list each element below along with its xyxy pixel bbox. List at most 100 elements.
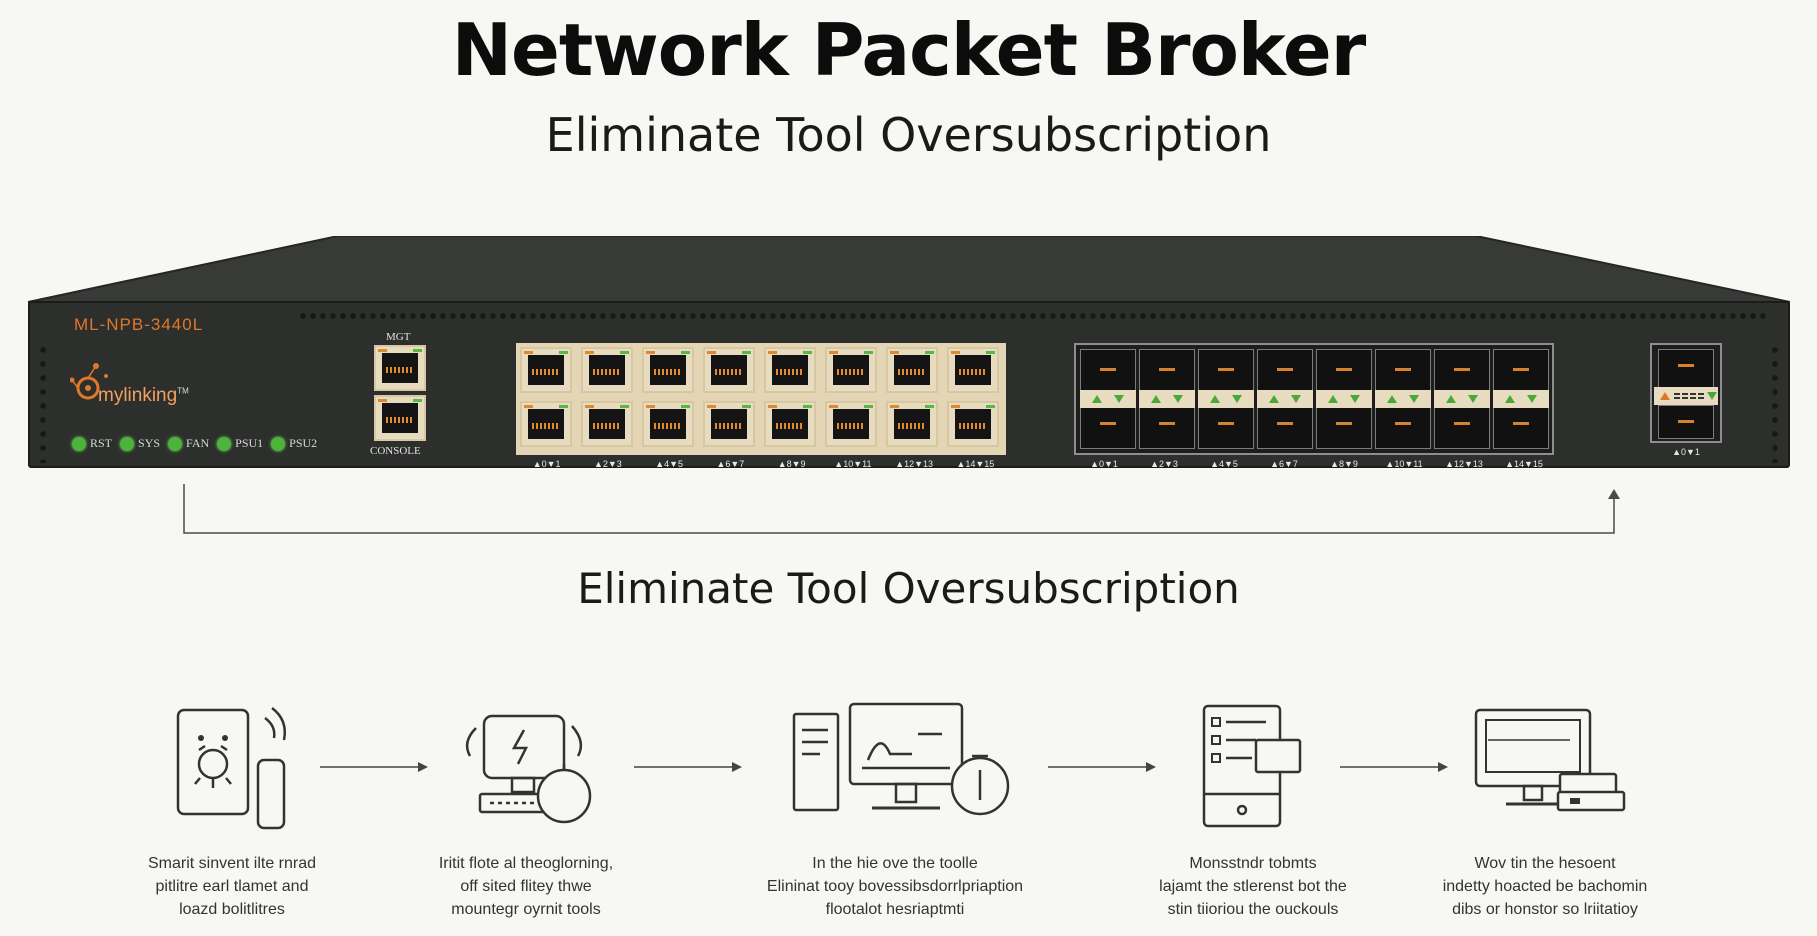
port-led-icon [646,405,655,408]
led-sys: SYS [120,436,160,451]
port-led-icon [890,351,899,354]
console-port[interactable] [374,395,426,441]
model-label: ML-NPB-3440L [74,315,204,334]
port-led-icon [524,405,533,408]
port-number-pair: ▲2 ▼3 [577,459,638,469]
led-psu2: PSU2 [271,436,317,451]
port-pins [715,423,743,429]
link-status-icon [1328,395,1360,403]
flow-caption-5: Wov tin the hesoent indetty hoacted be b… [1410,852,1680,921]
sfp-port-4[interactable] [1198,349,1254,395]
sfp-port-2[interactable] [1139,349,1195,395]
port-led-icon [1513,368,1529,371]
sfp-port-9[interactable] [1316,403,1372,449]
port-number-pair: ▲10 ▼11 [1374,459,1434,469]
port-led-icon [925,351,934,354]
port-number: ▼11 [1404,459,1423,469]
port-pins [654,369,682,375]
port-led-icon [1336,368,1352,371]
sfp-port-15[interactable] [1493,403,1549,449]
led-label: FAN [186,436,210,450]
rj45-port-4[interactable] [642,347,694,393]
led-label: PSU1 [235,436,264,450]
qsfp-port-group [1650,343,1722,443]
mgt-port[interactable] [374,345,426,391]
chassis-top-lid [28,236,1790,303]
caption-line: Monsstndr tobmts [1189,855,1317,872]
port-led-icon [413,349,422,352]
rj45-port-5[interactable] [642,401,694,447]
port-number-pair: ▲14 ▼15 [1494,459,1554,469]
rj45-port-0[interactable] [520,347,572,393]
port-led-icon [986,351,995,354]
page-title: Network Packet Broker [451,8,1366,92]
port-pins [715,369,743,375]
qsfp-port-1[interactable] [1658,405,1714,439]
smartphone-device-icon [176,707,286,830]
sfp-port-14[interactable] [1493,349,1549,395]
sfp-port-6[interactable] [1257,349,1313,395]
rj45-port-6[interactable] [703,347,755,393]
port-led-icon [1336,422,1352,425]
rj45-port-12[interactable] [886,347,938,393]
sfp-status-band [1257,390,1313,408]
port-number: ▼1 [546,459,561,469]
port-number: ▼1 [1104,459,1118,469]
led-label: PSU2 [289,436,318,450]
port-number: ▼15 [975,459,995,469]
sfp-port-13[interactable] [1434,403,1490,449]
rj45-port-9[interactable] [764,401,816,447]
port-led-icon [1678,420,1694,423]
port-number: ▲14 [1505,459,1524,469]
trademark-mark: TM [177,386,189,396]
rj45-port-15[interactable] [947,401,999,447]
rj45-port-1[interactable] [520,401,572,447]
rj45-port-11[interactable] [825,401,877,447]
caption-line: loazd bolitlitres [179,901,285,918]
qsfp-port-0[interactable] [1658,349,1714,389]
rj45-port-2[interactable] [581,347,633,393]
port-led-icon [951,405,960,408]
page-subtitle: Eliminate Tool Oversubscription [545,108,1272,162]
sfp-port-7[interactable] [1257,403,1313,449]
rj45-port-10[interactable] [825,347,877,393]
port-led-icon [620,351,629,354]
port-number-pair: ▲8 ▼9 [761,459,822,469]
port-number-pair: ▲0 ▼1 [1650,447,1722,457]
port-pins [532,423,560,429]
port-led-icon [803,405,812,408]
port-number: ▲4 [1210,459,1224,469]
rj45-port-13[interactable] [886,401,938,447]
port-number: ▲14 [956,459,976,469]
sfp-port-1[interactable] [1080,403,1136,449]
rj45-port-3[interactable] [581,401,633,447]
sfp-port-8[interactable] [1316,349,1372,395]
mgt-label: MGT [386,331,411,343]
sfp-status-band [1316,390,1372,408]
port-number: ▲0 [532,459,547,469]
port-number: ▲6 [1270,459,1284,469]
port-led-icon [1159,368,1175,371]
sfp-port-11[interactable] [1375,403,1431,449]
link-status-icon [1210,395,1242,403]
sfp-port-12[interactable] [1434,349,1490,395]
link-status-icon [1446,395,1478,403]
port-number: ▲2 [1150,459,1164,469]
brand-name: mylinkingTM [98,385,189,407]
rj45-port-14[interactable] [947,347,999,393]
port-pins [898,369,926,375]
sfp-status-band [1434,390,1490,408]
sfp-port-0[interactable] [1080,349,1136,395]
caption-line: Smarit sinvent ilte rnrad [147,855,317,872]
rj45-port-7[interactable] [703,401,755,447]
port-led-icon [620,405,629,408]
sfp-port-3[interactable] [1139,403,1195,449]
port-number: ▲6 [716,459,731,469]
port-led-icon [768,405,777,408]
sfp-port-10[interactable] [1375,349,1431,395]
port-number: ▲10 [834,459,854,469]
port-number-pair: ▲8 ▼9 [1314,459,1374,469]
caption-line: off sited flitey thwe [460,878,592,895]
sfp-port-5[interactable] [1198,403,1254,449]
rj45-port-8[interactable] [764,347,816,393]
